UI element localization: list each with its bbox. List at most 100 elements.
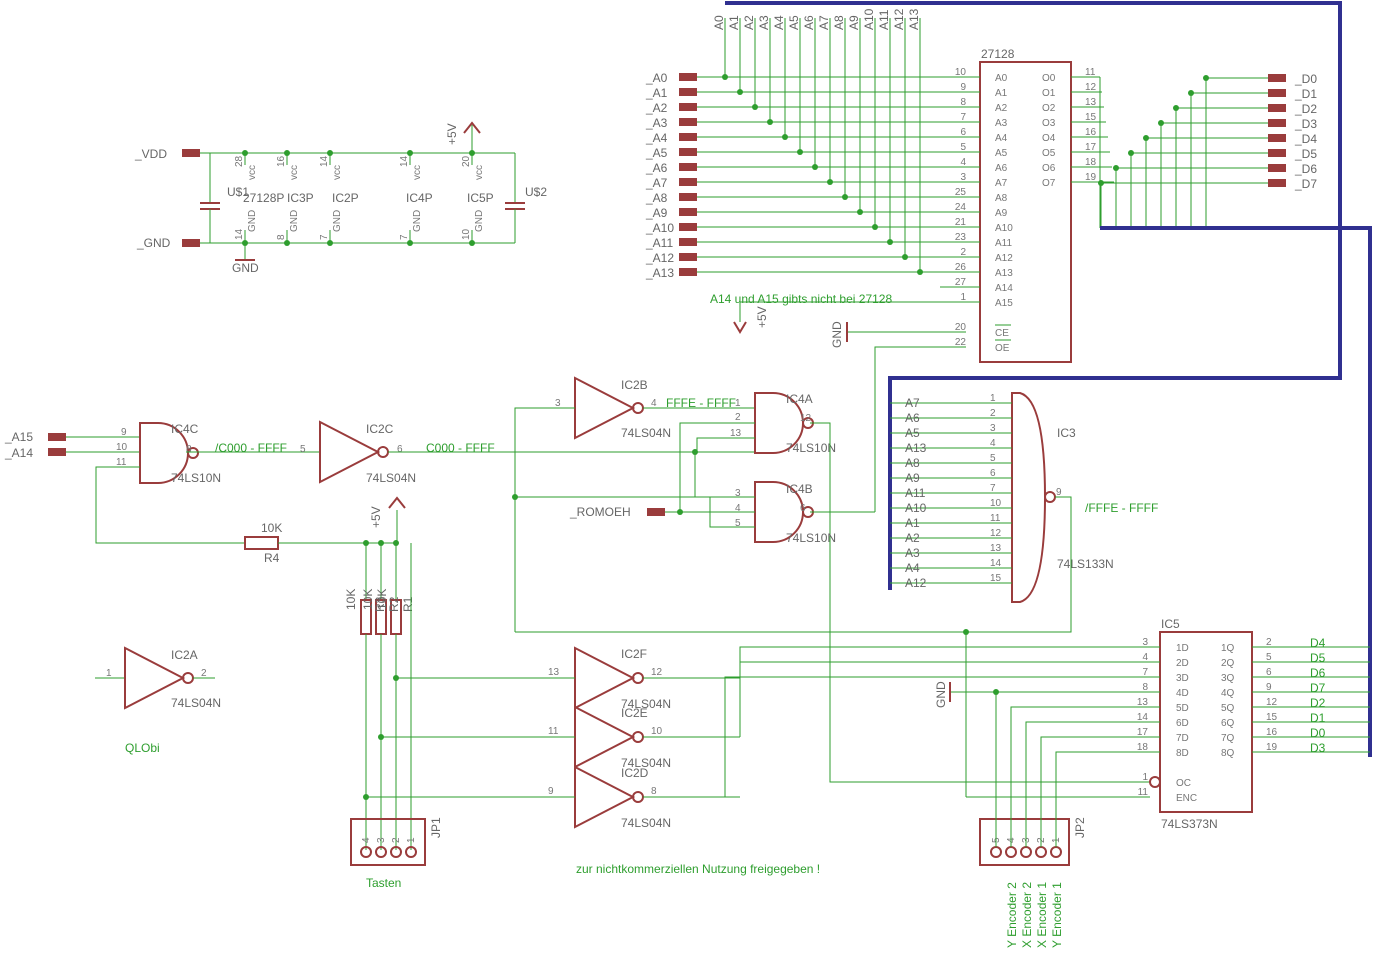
addr-bus-label: A10 <box>862 8 876 30</box>
addr-bus-label: A7 <box>817 15 831 30</box>
ic5-ctrl-name: ENC <box>1176 793 1197 804</box>
addr-port-label: _A11 <box>645 236 673 250</box>
eprom-pin-name: A11 <box>995 238 1012 249</box>
address-bus <box>725 1 1342 590</box>
eprom-name: 27128 <box>981 47 1015 61</box>
pin: 12 <box>1266 697 1278 708</box>
eprom-plus5v: +5V <box>755 306 769 328</box>
ic2f-name: IC2F <box>621 647 647 661</box>
data-port-pad <box>1268 164 1286 172</box>
junction-dot <box>363 794 369 800</box>
ic2a-symbol <box>124 646 186 710</box>
ic4c-type: 74LS10N <box>171 471 221 485</box>
addr-port-pad <box>679 223 697 231</box>
eprom-pin-num: 24 <box>955 202 967 213</box>
ic3-out <box>515 496 1072 633</box>
vdd-port-label: _VDD <box>134 147 167 161</box>
pin: 5 <box>1266 652 1272 663</box>
jp1-pin <box>375 846 387 858</box>
addr-port-pad <box>679 253 697 261</box>
data-port-label: _D5 <box>1294 147 1317 161</box>
junction-dot <box>242 150 248 156</box>
data-port-pad <box>1268 89 1286 97</box>
jp2-label: X Encoder 1 <box>1035 882 1049 948</box>
pin: 3 <box>376 837 387 843</box>
addr-port-pad <box>679 193 697 201</box>
pin: 12 <box>651 667 663 678</box>
ic2b-input <box>514 407 575 632</box>
pin: 8 <box>651 786 657 797</box>
rpack-vcc-arrow <box>388 496 406 509</box>
pin: 1 <box>1142 772 1148 783</box>
ic5-body <box>1159 631 1253 813</box>
ic2b-name: IC2B <box>621 378 648 392</box>
junction-dot <box>677 509 683 515</box>
eprom-pin-name: CE <box>995 328 1009 339</box>
pin: 1 <box>990 393 996 404</box>
ic5-gnd: GND <box>934 681 948 708</box>
jp1-pin <box>360 846 372 858</box>
ic3-input-label: A10 <box>905 501 927 515</box>
ic4b-name: IC4B <box>786 482 813 496</box>
addr-port-label: _A3 <box>645 116 668 130</box>
jp2-wire <box>1055 751 1150 847</box>
eprom-pin-num: 9 <box>960 82 966 93</box>
vcc-arrow <box>463 121 481 134</box>
ic3-input-label: A8 <box>905 456 920 470</box>
rpack-value: 10K <box>361 589 375 610</box>
ic3-input-label: A12 <box>905 576 927 590</box>
pin: 2 <box>201 668 207 679</box>
eprom-pin-num: 20 <box>955 322 967 333</box>
pin: 3 <box>555 398 561 409</box>
supply-pin-top: 14 <box>399 155 410 167</box>
eprom-gnd-label: GND <box>830 321 844 348</box>
pin: 11 <box>116 457 127 468</box>
junction-dot <box>284 150 290 156</box>
ic2f-type: 74LS04N <box>621 697 671 711</box>
eprom-pin-num: 1 <box>960 292 966 303</box>
eprom-out-name: O7 <box>1042 178 1056 189</box>
data-port-label: _D1 <box>1294 87 1317 101</box>
part-27128p: 27128P <box>243 191 284 205</box>
jp2-pin <box>1035 846 1047 858</box>
eprom-out-name: O2 <box>1042 103 1056 114</box>
pin: 7 <box>990 483 996 494</box>
data-port-pad <box>1268 179 1286 187</box>
ic2e-out <box>739 646 1150 737</box>
pin: 10 <box>116 442 128 453</box>
ic2c-symbol <box>319 420 381 484</box>
a14-pad <box>48 448 66 456</box>
addr-port-pad <box>679 133 697 141</box>
ic3-input-label: A6 <box>905 411 920 425</box>
pin: 9 <box>548 786 554 797</box>
plus5v-label: +5V <box>445 123 459 145</box>
net-c000: C000 - FFFF <box>426 441 495 455</box>
pin: 15 <box>1266 712 1278 723</box>
eprom-out-name: O1 <box>1042 88 1056 99</box>
eprom-pin-name: A10 <box>995 223 1013 234</box>
pin: 16 <box>1266 727 1278 738</box>
ic2c-name: IC2C <box>366 422 394 436</box>
jp2-pin <box>1020 846 1032 858</box>
eprom-pin-name: A15 <box>995 298 1013 309</box>
eprom-pin-num: 8 <box>960 97 966 108</box>
ic2a-type: 74LS04N <box>171 696 221 710</box>
ic5-name: IC5 <box>1161 617 1180 631</box>
pin: 5 <box>300 444 306 455</box>
junction-dot <box>327 150 333 156</box>
addr-bus-label: A0 <box>712 15 726 30</box>
jp2-label: Y Encoder 1 <box>1050 882 1064 948</box>
gnd-pin-label: GND <box>332 210 343 232</box>
eprom-pin-name: A5 <box>995 148 1008 159</box>
supply-pin-top: 28 <box>234 155 245 167</box>
ic2e-name: IC2E <box>621 706 648 720</box>
addr-bus-label: A2 <box>742 15 756 30</box>
ic4a-in2 <box>696 437 755 452</box>
ic2f-out <box>739 661 1150 678</box>
ic5-out-name: 1Q <box>1221 643 1235 654</box>
ic5-data-net: D2 <box>1310 696 1326 710</box>
ic2c-type: 74LS04N <box>366 471 416 485</box>
addr-port-label: _A2 <box>645 101 668 115</box>
pin: 11 <box>548 726 559 737</box>
ic5-pin-name: 2D <box>1176 658 1189 669</box>
